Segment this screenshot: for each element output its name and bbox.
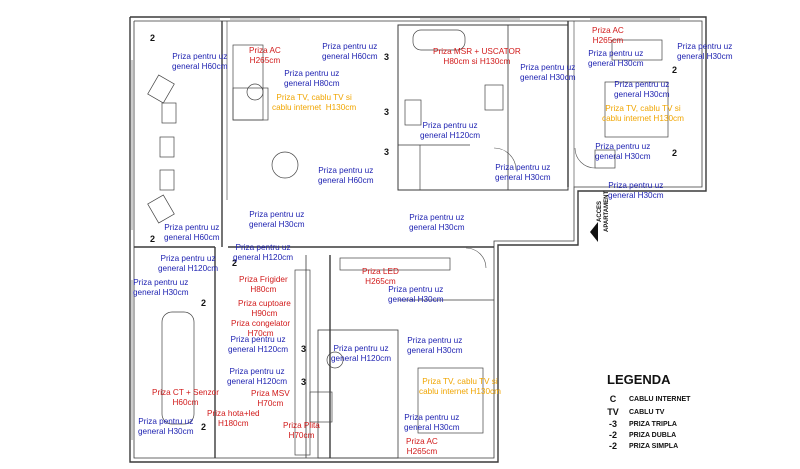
outlet-label: Priza pentru uz general H30cm [133, 278, 189, 297]
outlet-label: Priza TV, cablu TV si cablu internet H13… [602, 104, 684, 123]
outlet-label: Priza pentru uz general H120cm [158, 254, 219, 273]
legend-item-triple: -3 PRIZA TRIPLA [605, 419, 677, 429]
outlet-label: Priza pentru uz general H30cm [407, 336, 463, 355]
outlet-label: Priza Plita H70cm [283, 421, 320, 440]
socket-double-symbol: 2 [232, 258, 238, 268]
outlet-label: Priza AC H265cm [592, 26, 624, 45]
legend-title: LEGENDA [607, 372, 671, 387]
socket-double-symbol: 2 [150, 234, 156, 244]
tv-cable-icon: TV [607, 407, 619, 417]
outlet-label: Priza pentru uz general H30cm [138, 417, 194, 436]
legend-item-double: -2 PRIZA DUBLA [605, 430, 676, 440]
socket-triple-symbol: 3 [384, 147, 390, 157]
legend-item-label: CABLU TV [629, 408, 665, 416]
outlet-label: Priza pentru uz general H120cm [233, 243, 294, 262]
socket-double-symbol: 2 [672, 65, 678, 75]
outlet-label: Priza pentru uz general H30cm [614, 80, 670, 99]
legend-item-tv: TV CABLU TV [605, 407, 664, 417]
outlet-label: Priza pentru uz general H120cm [331, 344, 392, 363]
single-socket-icon: -2 [608, 441, 617, 451]
outlet-label: Priza pentru uz general H120cm [227, 367, 288, 386]
outlet-label: Priza pentru uz general H120cm [420, 121, 481, 140]
outlet-label: Priza pentru uz general H30cm [588, 49, 644, 68]
internet-cable-icon: C [609, 394, 617, 404]
socket-triple-symbol: 3 [384, 52, 390, 62]
socket-double-symbol: 2 [672, 148, 678, 158]
outlet-label: Priza pentru uz general H30cm [677, 42, 733, 61]
outlet-label: Priza TV, cablu TV si cablu internet H13… [272, 93, 357, 112]
outlet-label: Priza pentru uz general H80cm [284, 69, 340, 88]
doors [465, 147, 596, 269]
legend-item-label: CABLU INTERNET [629, 395, 691, 403]
legend-item-label: PRIZA DUBLA [629, 431, 677, 439]
socket-triple-symbol: 3 [301, 344, 307, 354]
furniture [147, 29, 669, 456]
outlet-label: Priza LED H265cm [362, 267, 399, 286]
outlet-label: Priza MSV H70cm [251, 389, 290, 408]
outlet-label: Priza pentru uz general H120cm [228, 335, 289, 354]
double-socket-icon: -2 [608, 430, 617, 440]
outlet-label: Priza pentru uz general H60cm [172, 52, 228, 71]
triple-socket-icon: -3 [608, 419, 617, 429]
socket-triple-symbol: 3 [301, 377, 307, 387]
outlet-label: Priza pentru uz general H30cm [495, 163, 551, 182]
outlet-label: Priza pentru uz general H30cm [409, 213, 465, 232]
socket-double-symbol: 2 [150, 33, 156, 43]
outlet-label: Priza AC H265cm [406, 437, 438, 456]
outlet-label: Priza pentru uz general H30cm [388, 285, 444, 304]
walls [129, 16, 707, 463]
outlet-label: Priza pentru uz general H30cm [595, 142, 651, 161]
access-label: ACCES APARTAMENT [597, 190, 610, 232]
legend-item-internet: C CABLU INTERNET [605, 394, 691, 404]
outlet-label: Priza Frigider H80cm [239, 275, 288, 294]
legend-item-single: -2 PRIZA SIMPLA [605, 441, 678, 451]
outlet-label: Priza CT + Senzor H60cm [152, 388, 219, 407]
outlet-label: Priza pentru uz general H60cm [318, 166, 374, 185]
legend-item-label: PRIZA SIMPLA [629, 442, 679, 450]
outlet-label: Priza pentru uz general H30cm [520, 63, 576, 82]
outlet-label: Priza congelator H70cm [231, 319, 291, 338]
outlet-label: Priza MSR + USCATOR H80cm si H130cm [433, 47, 521, 66]
socket-double-symbol: 2 [201, 422, 207, 432]
outlet-label: Priza pentru uz general H30cm [608, 181, 664, 200]
outlet-label: Priza pentru uz general H60cm [164, 223, 220, 242]
outlet-label: Priza pentru uz general H30cm [249, 210, 305, 229]
outlet-label: Priza pentru uz general H30cm [404, 413, 460, 432]
outlet-label: Priza AC H265cm [249, 46, 281, 65]
outlet-label: Priza pentru uz general H60cm [322, 42, 378, 61]
outlet-label: Priza cuptoare H90cm [238, 299, 291, 318]
legend-item-label: PRIZA TRIPLA [629, 420, 677, 428]
outlet-label: Priza hota+led H180cm [207, 409, 260, 428]
socket-double-symbol: 2 [201, 298, 207, 308]
outlet-label: Priza TV, cablu TV si cablu internet H13… [419, 377, 501, 396]
access-arrow [590, 222, 598, 242]
socket-triple-symbol: 3 [384, 107, 390, 117]
windows [131, 18, 680, 440]
